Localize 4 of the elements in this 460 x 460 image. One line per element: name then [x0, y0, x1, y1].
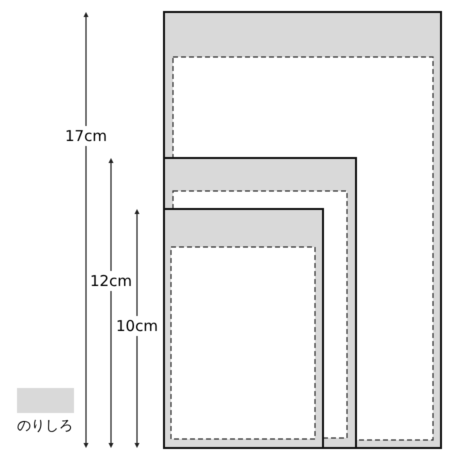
- dimension-label: 17cm: [65, 126, 107, 146]
- dimension-label: 12cm: [90, 271, 132, 291]
- dimension-label: 10cm: [116, 316, 158, 336]
- legend-label: のりしろ: [17, 417, 73, 435]
